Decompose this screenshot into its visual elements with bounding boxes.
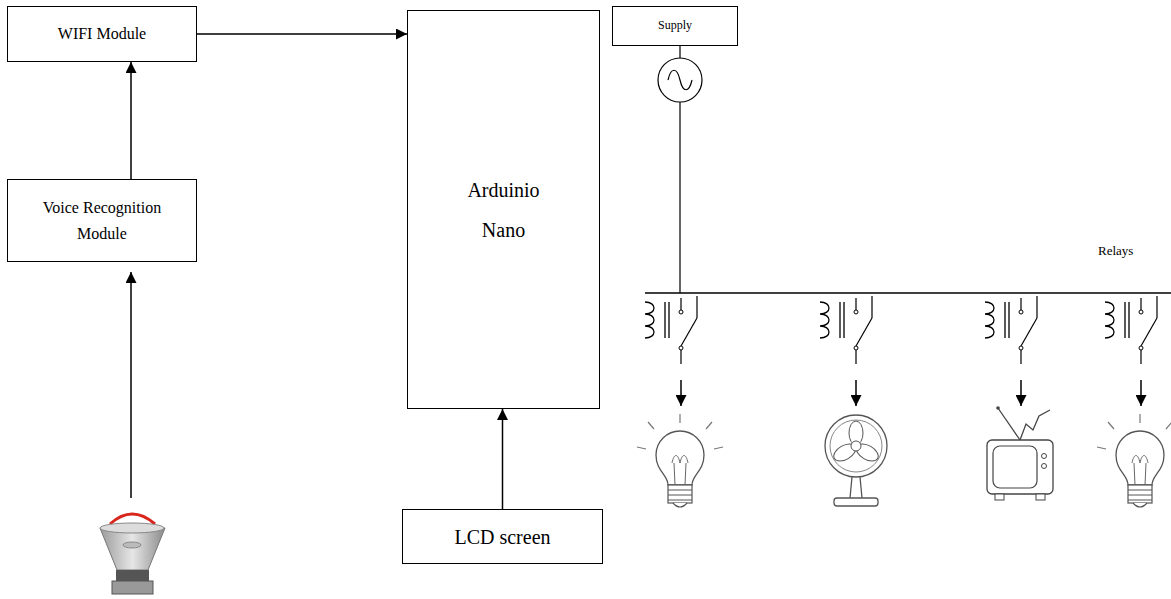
box-label: Voice Recognition Module	[27, 195, 177, 246]
supply-wire	[679, 46, 680, 58]
speaker-cap	[123, 542, 141, 548]
bulb-icon	[1097, 414, 1171, 507]
signal-arrow	[502, 409, 504, 509]
sound-arc	[110, 514, 155, 524]
ac-source-symbol	[658, 58, 702, 102]
speaker-magnet	[116, 570, 149, 581]
fan-icon	[825, 415, 887, 506]
speaker-cone	[100, 528, 165, 570]
lcd-box: LCD screen	[402, 509, 603, 564]
relay-symbol	[985, 296, 1037, 406]
relay-symbol	[820, 296, 872, 406]
box-label: WIFI Module	[58, 24, 146, 45]
speaker-base	[112, 581, 153, 594]
supply-bus	[645, 292, 1171, 293]
wifi-module-box: WIFI Module	[7, 6, 197, 62]
supply-box: Supply	[612, 6, 738, 46]
bulb-icon	[637, 414, 723, 507]
controller-box: Arduinio Nano	[407, 10, 600, 409]
signal-arrow	[197, 33, 407, 35]
relays-label: Relays	[1098, 243, 1133, 259]
signal-arrow	[130, 62, 132, 179]
speaker-icon	[100, 514, 165, 594]
box-label: LCD screen	[454, 524, 550, 550]
sine-symbol	[668, 70, 692, 90]
supply-wire	[679, 102, 680, 293]
relay-symbol	[645, 296, 697, 406]
box-label: Arduinio Nano	[454, 170, 554, 250]
tv-icon	[987, 406, 1053, 500]
ac-supply	[658, 46, 702, 293]
speaker-rim	[100, 523, 164, 533]
voice-module-box: Voice Recognition Module	[7, 179, 197, 262]
box-label: Supply	[658, 18, 692, 34]
relay-symbol	[1105, 296, 1157, 406]
sound-arrow	[130, 272, 132, 498]
